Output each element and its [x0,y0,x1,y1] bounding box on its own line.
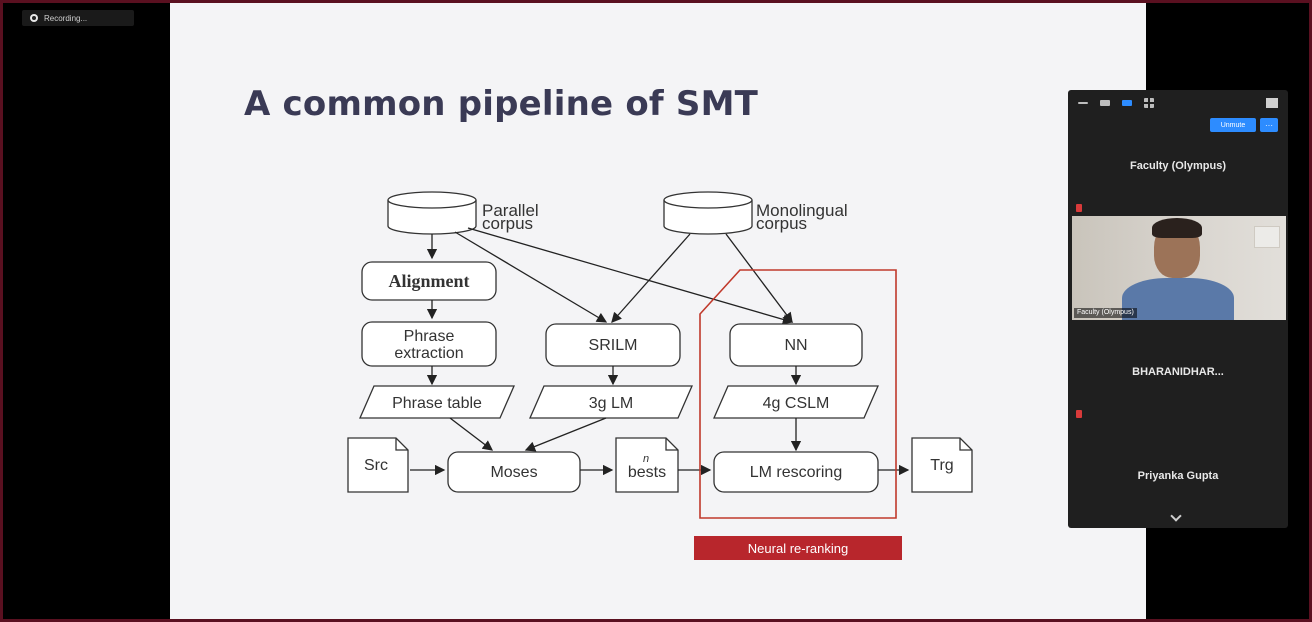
alignment-label: Alignment [389,271,470,291]
participant-name-priyanka: Priyanka Gupta [1137,470,1219,482]
minimize-icon[interactable] [1078,102,1088,104]
srilm-label: SRILM [589,337,638,354]
trg-label: Trg [930,457,953,474]
parallel-corpus-label-2: corpus [482,214,533,233]
moses-box [447,451,581,493]
participant-name-faculty: Faculty (Olympus) [1130,160,1226,172]
speaker-view-icon[interactable] [1122,100,1132,106]
parallel-corpus-db [387,191,477,235]
background-shelf [1254,226,1280,248]
phrase-table-label: Phrase table [392,395,482,412]
record-icon [30,14,38,22]
grid-view-icon[interactable] [1144,98,1154,108]
neural-reranking-label: Neural re-ranking [694,536,902,560]
3g-lm-shape [529,385,693,419]
monolingual-corpus-label-2: corpus [756,214,807,233]
nbests-document [615,437,679,493]
chevron-down-icon[interactable] [1170,510,1182,522]
nbests-label: bests [628,464,666,481]
arrow-mono-srilm [611,233,691,323]
phrase-extraction-label-1: Phrase [404,328,455,345]
moses-label: Moses [490,464,537,481]
participants-panel: Unmute ··· Faculty (Olympus) Faculty (Ol… [1068,90,1288,528]
lm-rescoring-box [713,451,879,493]
parallel-corpus-label-1: Parallel [482,201,539,220]
video-name-label: Faculty (Olympus) [1074,308,1137,318]
person-hair [1152,218,1202,238]
src-document [347,437,409,493]
view-toolbar [1068,90,1288,116]
recording-label: Recording... [44,13,88,23]
nbests-n-label: n [643,453,649,465]
lm-rescoring-label: LM rescoring [750,464,842,481]
mic-muted-icon [1076,410,1082,418]
4g-cslm-shape [713,385,879,419]
src-label: Src [364,457,388,474]
3g-lm-label: 3g LM [589,395,633,412]
recording-indicator[interactable]: Recording... [22,10,134,26]
person-body [1122,278,1234,320]
4g-cslm-label: 4g CSLM [763,395,830,412]
pipeline-diagram: Parallel corpus Monolingual corpus Align… [347,191,973,519]
shared-slide: A common pipeline of SMT Parallel corpus… [170,0,1146,622]
arrow-table-moses [449,417,494,451]
phrase-table-shape [359,385,515,419]
monolingual-corpus-db [663,191,753,235]
trg-document [911,437,973,493]
neural-highlight-region [699,269,897,519]
gallery-view-icon[interactable] [1100,100,1110,106]
slide-title: A common pipeline of SMT [244,84,759,124]
arrow-parallel-nn [467,227,794,325]
participant-video[interactable]: Faculty (Olympus) [1072,216,1286,320]
arrow-mono-nn [725,233,793,324]
more-options-button[interactable]: ··· [1260,118,1278,132]
mic-muted-icon [1076,204,1082,212]
participant-name-bharanidhar: BHARANIDHAR... [1132,366,1224,378]
unmute-button[interactable]: Unmute [1210,118,1256,132]
arrow-parallel-srilm [454,231,608,323]
phrase-extraction-box [361,321,497,367]
arrow-3glm-moses [524,417,607,452]
nn-label: NN [784,337,807,354]
popout-icon[interactable] [1266,98,1278,108]
alignment-box [361,261,497,301]
phrase-extraction-label-2: extraction [394,345,463,362]
monolingual-corpus-label-1: Monolingual [756,201,848,220]
